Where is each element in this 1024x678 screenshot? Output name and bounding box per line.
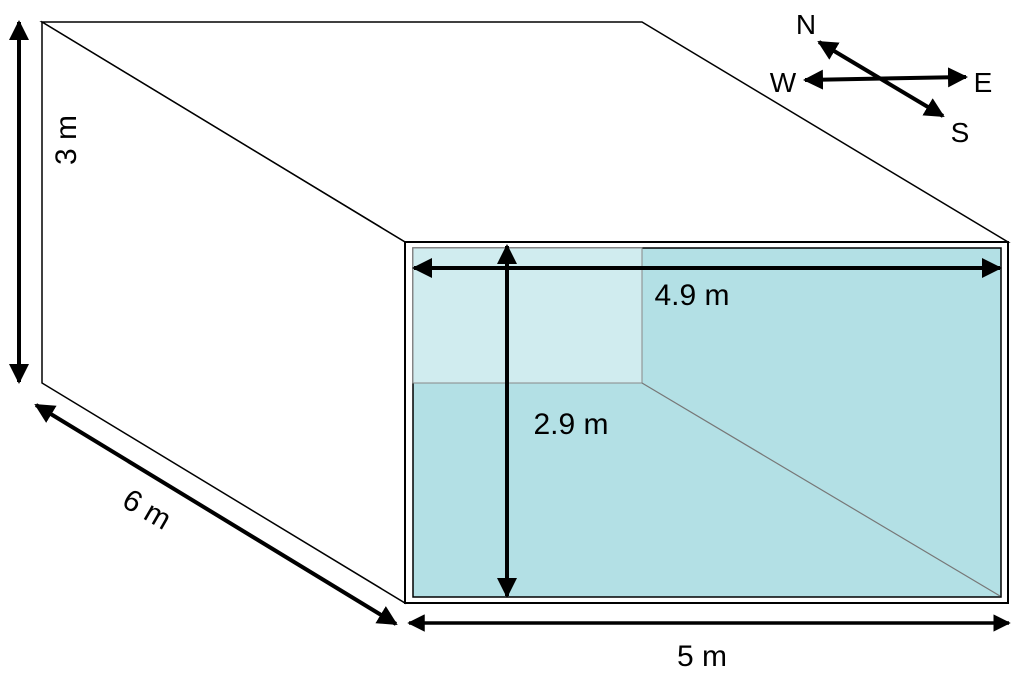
compass-west-east-arrow (803, 67, 968, 90)
inner-floor-edge (641, 382, 1001, 597)
height-inner-label: 2.9 m (533, 408, 608, 441)
height-outer-label: 3 m (50, 115, 83, 165)
compass-west-label: W (770, 67, 797, 98)
compass-south-label: S (951, 117, 970, 148)
width-outer-label: 5 m (677, 640, 727, 673)
compass: N S E W (770, 9, 993, 148)
depth-outer-arrow (34, 403, 398, 626)
compass-east-label: E (974, 67, 993, 98)
depth-outer-label: 6 m (117, 483, 177, 537)
width-inner-label: 4.9 m (654, 279, 729, 312)
compass-north-label: N (796, 9, 816, 40)
